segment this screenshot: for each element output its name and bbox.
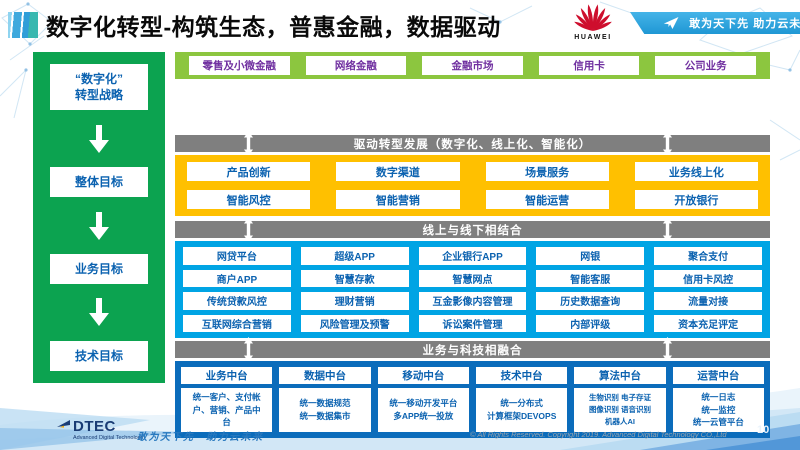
middle-platform-section: 业务中台 统一客户、支付帐 户、营销、产品中 台 数据中台 统一数据规范 统一数…	[175, 361, 770, 438]
application-box: 互联网综合营销	[183, 314, 291, 332]
huawei-flower-icon	[574, 4, 612, 31]
platform-title: 业务中台	[181, 367, 273, 384]
capability-box: 开放银行	[634, 190, 758, 209]
platform-column-algorithm: 算法中台 生物识别 电子存证 图像识别 语音识别 机器人AI	[574, 367, 666, 432]
platform-desc: 统一日志 统一监控 统一云管平台	[672, 388, 764, 432]
platform-column-tech: 技术中台 统一分布式 计算框架DEVOPS	[476, 367, 568, 432]
huawei-logo: HUAWEI	[570, 3, 616, 41]
platform-desc: 统一移动开发平台 多APP统一投放	[377, 388, 469, 432]
capability-box: 智能运营	[485, 190, 609, 209]
application-box: 智慧网点	[418, 269, 527, 287]
header-ribbon: 敢为天下先 助力云未来	[630, 12, 800, 34]
business-lines-row: 零售及小微金融 网络金融 金融市场 信用卡 公司业务	[175, 52, 770, 79]
platform-desc: 统一分布式 计算框架DEVOPS	[476, 388, 568, 432]
platform-desc: 生物识别 电子存证 图像识别 语音识别 机器人AI	[574, 388, 666, 432]
application-box: 聚合支付	[654, 247, 762, 265]
application-box: 超级APP	[300, 247, 409, 265]
application-box: 网贷平台	[183, 247, 291, 265]
business-line-box: 信用卡	[538, 56, 640, 75]
business-line-box: 公司业务	[655, 56, 756, 75]
online-offline-label: 线上与线下相结合	[422, 224, 523, 237]
capability-box: 业务线上化	[634, 162, 758, 181]
platform-title: 移动中台	[377, 367, 469, 384]
online-offline-bar: 线上与线下相结合	[175, 217, 770, 242]
dtec-logo-icon	[57, 420, 70, 428]
double-arrow-icon	[663, 337, 672, 362]
strategy-sidebar: “数字化” 转型战略 整体目标 业务目标 技术目标	[33, 52, 165, 383]
dtec-wordmark: DTEC	[73, 418, 116, 435]
platform-title: 数据中台	[279, 367, 371, 384]
copyright-text: © All Rights Reserved. Copyright 2019. A…	[470, 430, 727, 439]
page-number: 10	[757, 424, 770, 436]
application-box: 理财营销	[300, 292, 409, 310]
application-box: 风险管理及预警	[300, 314, 409, 332]
application-box: 智能客服	[536, 269, 645, 287]
double-arrow-icon	[244, 337, 253, 362]
tech-fusion-label: 业务与科技相融合	[422, 344, 523, 357]
platform-title: 算法中台	[574, 367, 666, 384]
drive-transform-label: 驱动转型发展（数字化、线上化、智能化）	[353, 138, 592, 151]
paper-plane-icon	[663, 17, 679, 29]
down-arrow-icon	[89, 298, 109, 327]
sidebar-item-tech-goal: 技术目标	[50, 340, 148, 371]
sidebar-item-overall-goal: 整体目标	[50, 167, 148, 198]
platform-title: 运营中台	[672, 367, 764, 384]
dtec-subtext: Advanced Digital Technology	[73, 435, 144, 441]
platform-title: 技术中台	[476, 367, 568, 384]
capability-box: 场景服务	[485, 162, 609, 181]
sidebar-item-business-goal: 业务目标	[50, 253, 148, 285]
application-box: 诉讼案件管理	[418, 314, 527, 332]
platform-column-business: 业务中台 统一客户、支付帐 户、营销、产品中 台	[181, 367, 273, 432]
dtec-logo: DTEC Advanced Digital Technology	[55, 419, 144, 441]
platform-desc: 统一客户、支付帐 户、营销、产品中 台	[181, 388, 273, 432]
application-box: 资本充足评定	[654, 314, 762, 332]
application-box: 网银	[536, 247, 645, 265]
tech-fusion-bar: 业务与科技相融合	[175, 337, 770, 362]
title-accent-bar	[8, 12, 38, 38]
double-arrow-icon	[244, 217, 253, 242]
business-line-box: 零售及小微金融	[189, 56, 290, 75]
down-arrow-icon	[89, 211, 109, 240]
business-line-box: 金融市场	[422, 56, 523, 75]
application-box: 传统贷款风控	[183, 292, 291, 310]
application-section: 网贷平台 超级APP 企业银行APP 网银 聚合支付 商户APP 智慧存款 智慧…	[175, 241, 770, 338]
capability-box: 智能营销	[336, 190, 460, 209]
down-arrow-icon	[89, 124, 109, 153]
application-box: 商户APP	[183, 269, 291, 287]
application-box: 企业银行APP	[418, 247, 527, 265]
drive-transform-bar: 驱动转型发展（数字化、线上化、智能化）	[175, 131, 770, 156]
capability-box: 数字渠道	[336, 162, 460, 181]
capability-box: 产品创新	[187, 162, 311, 181]
footer-slogan: 敢为天下先 助力云未来	[137, 432, 264, 443]
page-title: 数字化转型-构筑生态，普惠金融，数据驱动	[46, 14, 501, 40]
platform-column-operation: 运营中台 统一日志 统一监控 统一云管平台	[672, 367, 764, 432]
application-box: 智慧存款	[300, 269, 409, 287]
platform-desc: 统一数据规范 统一数据集市	[279, 388, 371, 432]
platform-column-data: 数据中台 统一数据规范 统一数据集市	[279, 367, 371, 432]
double-arrow-icon	[663, 131, 672, 156]
huawei-wordmark: HUAWEI	[574, 34, 612, 41]
double-arrow-icon	[244, 131, 253, 156]
sidebar-item-strategy: “数字化” 转型战略	[50, 64, 148, 111]
application-box: 流量对接	[654, 292, 762, 310]
application-box: 历史数据查询	[536, 292, 645, 310]
application-box: 互金影像内容管理	[418, 292, 527, 310]
capability-section: 产品创新 数字渠道 场景服务 业务线上化 智能风控 智能营销 智能运营 开放银行	[175, 155, 770, 216]
double-arrow-icon	[663, 217, 672, 242]
business-line-box: 网络金融	[305, 56, 407, 75]
platform-column-mobile: 移动中台 统一移动开发平台 多APP统一投放	[377, 367, 469, 432]
application-box: 信用卡风控	[654, 269, 762, 287]
ribbon-slogan: 敢为天下先 助力云未来	[689, 18, 800, 30]
application-box: 内部评级	[536, 314, 645, 332]
capability-box: 智能风控	[187, 190, 311, 209]
